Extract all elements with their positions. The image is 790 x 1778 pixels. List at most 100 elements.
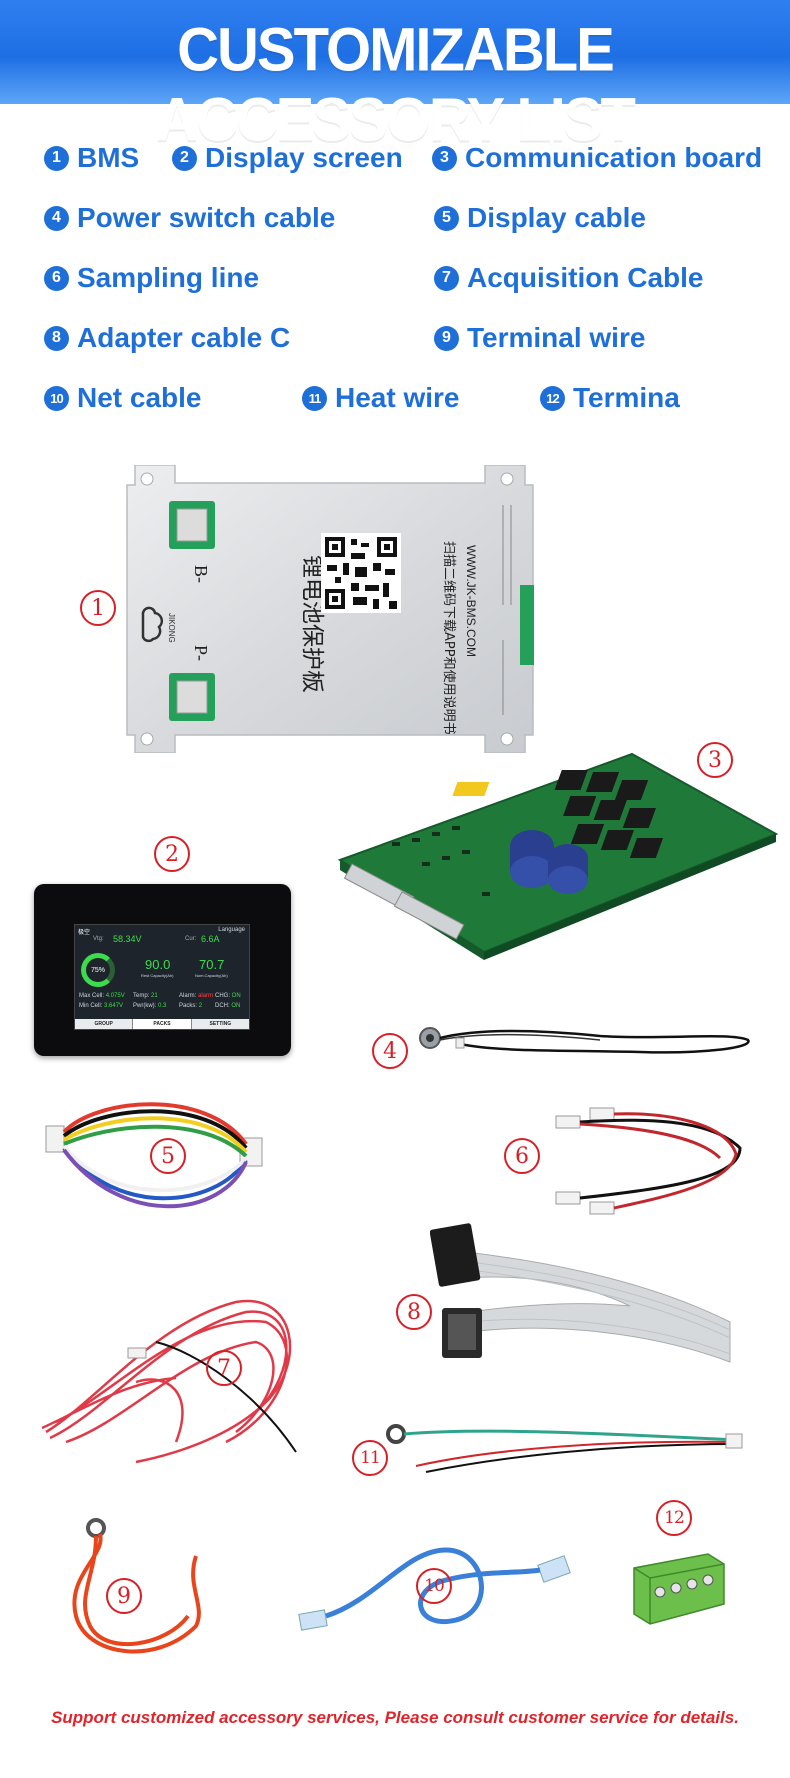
list-item-net-cable: 10 Net cable bbox=[44, 382, 202, 414]
marker-3: 3 bbox=[697, 742, 733, 778]
screen-temp-value: 21 bbox=[151, 993, 158, 999]
screen-tab-setting[interactable]: SETTING bbox=[209, 1021, 232, 1027]
number-badge: 6 bbox=[44, 265, 69, 291]
number-badge: 5 bbox=[434, 205, 459, 231]
screen-rest-capacity: 90.0 bbox=[145, 957, 171, 972]
list-item-label: Termina bbox=[573, 382, 680, 413]
number-badge: 11 bbox=[302, 385, 327, 411]
footer-note: Support customized accessory services, P… bbox=[51, 1708, 739, 1727]
screen-packs-label: Packs: bbox=[179, 1003, 198, 1009]
list-item-sampling-line: 6 Sampling line bbox=[44, 262, 259, 294]
number-badge: 2 bbox=[172, 145, 197, 171]
sampling-line-image bbox=[555, 1107, 742, 1215]
screen-vtg-value: 58.34V bbox=[113, 934, 142, 944]
screen-temp-label: Temp: bbox=[133, 993, 150, 999]
bms-logo-text: JIKONG bbox=[167, 613, 176, 643]
list-item-label: BMS bbox=[77, 142, 140, 173]
screen-nom-capacity-label: Nom.Capacity(Ah) bbox=[195, 973, 228, 978]
list-item-terminal-wire: 9 Terminal wire bbox=[434, 322, 645, 354]
screen-pwr-value: 0.3 bbox=[158, 1003, 167, 1009]
bms-board-image: JIKONG B- P- 锂电池保护板 扫描二维码下载APP和使用说明书 WWW… bbox=[126, 465, 534, 753]
screen-dch-label: DCH: bbox=[215, 1003, 230, 1009]
power-switch-cable-image bbox=[419, 1027, 750, 1054]
number-badge: 7 bbox=[434, 265, 459, 291]
bms-scan-text-cn: 扫描二维码下载APP和使用说明书 bbox=[441, 541, 457, 735]
list-item-display-screen: 2 Display screen bbox=[172, 142, 403, 174]
screen-tab-group[interactable]: GROUP bbox=[75, 1019, 134, 1029]
list-item-label: Sampling line bbox=[77, 262, 260, 293]
screen-rest-capacity-label: Rest Capacity(Ah) bbox=[141, 973, 174, 978]
list-item-label: Net cable bbox=[77, 382, 202, 413]
screen-soc-value: 75% bbox=[90, 966, 105, 974]
screen-chg-value: ON bbox=[231, 993, 241, 999]
screen-cur-label: Cur: bbox=[185, 936, 197, 942]
marker-4: 4 bbox=[372, 1033, 408, 1069]
list-item-label: Heat wire bbox=[335, 382, 460, 413]
list-item-acquisition-cable: 7 Acquisition Cable bbox=[434, 262, 703, 294]
screen-pwr-label: Pwr(kw): bbox=[133, 1003, 157, 1009]
page-title: CUSTOMIZABLE ACCESSORY LIST bbox=[156, 15, 636, 155]
number-badge: 3 bbox=[432, 145, 457, 171]
list-item-label: Display screen bbox=[205, 142, 403, 173]
screen-max-cell-label: Max Cell: bbox=[79, 993, 105, 999]
marker-9: 9 bbox=[106, 1578, 142, 1614]
list-item-power-switch-cable: 4 Power switch cable bbox=[44, 202, 335, 234]
list-item-adapter-cable-c: 8 Adapter cable C bbox=[44, 322, 290, 354]
screen-chg-label: CHG: bbox=[215, 993, 230, 999]
marker-7: 7 bbox=[206, 1350, 242, 1386]
list-item-display-cable: 5 Display cable bbox=[434, 202, 646, 234]
display-screen-device: 极空 Language Vtg: 58.34V Cur: 6.6A 75% 90… bbox=[34, 884, 291, 1056]
qr-code-icon bbox=[321, 533, 401, 613]
list-item-bms: 1 BMS bbox=[44, 142, 139, 174]
number-badge: 4 bbox=[44, 205, 69, 231]
acquisition-cable-image bbox=[41, 1299, 297, 1464]
marker-12: 12 bbox=[656, 1500, 692, 1536]
screen-tab-bar: GROUP PACKS SETTING bbox=[75, 1019, 249, 1029]
screen-cur-value: 6.6A bbox=[201, 934, 220, 944]
display-screen-ui: 极空 Language Vtg: 58.34V Cur: 6.6A 75% 90… bbox=[74, 924, 250, 1030]
list-item-label: Power switch cable bbox=[77, 202, 336, 233]
net-cable-image bbox=[298, 1547, 571, 1631]
number-badge: 9 bbox=[434, 325, 459, 351]
marker-2: 2 bbox=[154, 836, 190, 872]
adapter-cable-image bbox=[430, 1223, 731, 1363]
terminal-block-image bbox=[633, 1553, 725, 1625]
list-item-label: Acquisition Cable bbox=[467, 262, 704, 293]
list-item-label: Adapter cable C bbox=[77, 322, 291, 353]
marker-6: 6 bbox=[504, 1138, 540, 1174]
marker-5: 5 bbox=[150, 1138, 186, 1174]
screen-nom-capacity: 70.7 bbox=[199, 957, 225, 972]
screen-packs-value: 2 bbox=[198, 1003, 203, 1009]
bms-b-minus-label: B- bbox=[191, 565, 211, 583]
screen-alarm-label: Alarm: bbox=[179, 993, 197, 999]
screen-tab-packs[interactable]: PACKS bbox=[133, 1019, 192, 1029]
screen-min-cell-label: Min Cell: bbox=[79, 1003, 103, 1009]
number-badge: 1 bbox=[44, 145, 69, 171]
screen-max-cell-value: 4.075V bbox=[105, 993, 125, 999]
number-badge: 12 bbox=[540, 385, 565, 411]
screen-soc-ring: 75% bbox=[81, 953, 115, 987]
screen-brand: 极空 bbox=[78, 930, 91, 936]
bms-url: WWW.JK-BMS.COM bbox=[464, 545, 478, 657]
list-item-termina: 12 Termina bbox=[540, 382, 680, 414]
number-badge: 8 bbox=[44, 325, 69, 351]
marker-10: 10 bbox=[416, 1568, 452, 1604]
bms-p-minus-label: P- bbox=[191, 645, 211, 661]
list-item-label: Terminal wire bbox=[467, 322, 646, 353]
terminal-wire-image bbox=[72, 1518, 201, 1654]
screen-vtg-label: Vtg: bbox=[93, 936, 104, 942]
number-badge: 10 bbox=[44, 385, 69, 411]
communication-board-image bbox=[337, 752, 779, 960]
list-item-heat-wire: 11 Heat wire bbox=[302, 382, 460, 414]
heat-wire-image bbox=[386, 1424, 743, 1473]
screen-min-cell-value: 3.647V bbox=[104, 1003, 124, 1009]
marker-8: 8 bbox=[396, 1294, 432, 1330]
marker-1: 1 bbox=[80, 590, 116, 626]
bms-title-cn: 锂电池保护板 bbox=[299, 555, 325, 693]
list-item-label: Communication board bbox=[465, 142, 763, 173]
marker-11: 11 bbox=[352, 1440, 388, 1476]
list-item-communication-board: 3 Communication board bbox=[432, 142, 762, 174]
list-item-label: Display cable bbox=[467, 202, 646, 233]
screen-dch-value: ON bbox=[231, 1003, 241, 1009]
display-cable-image bbox=[45, 1102, 263, 1209]
